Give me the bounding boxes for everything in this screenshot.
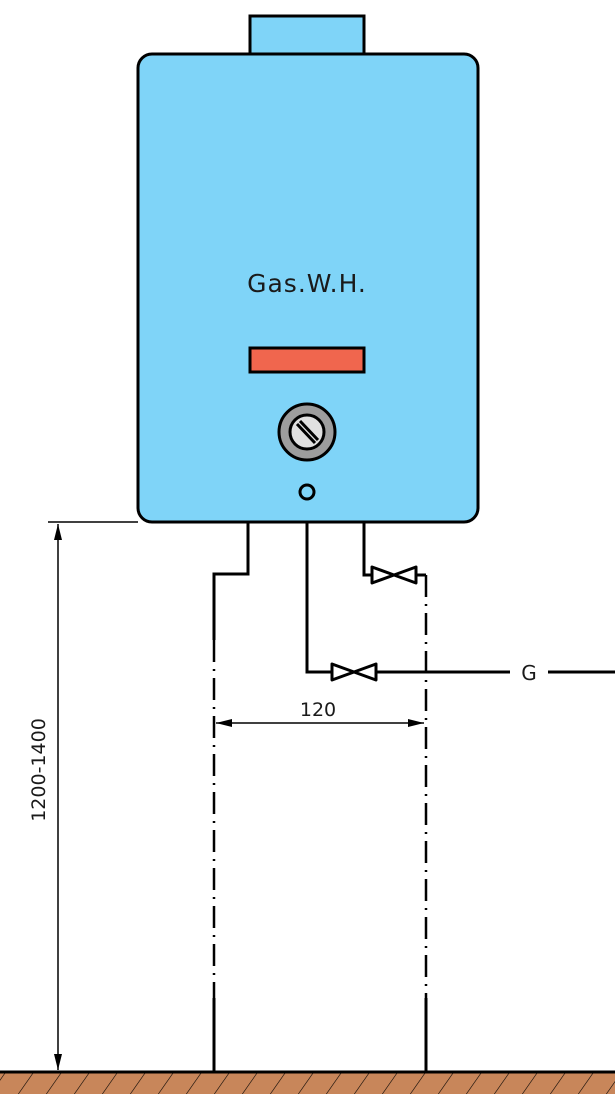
gas-supply-pipe bbox=[305, 522, 332, 674]
display-panel bbox=[248, 346, 366, 374]
heater-label: Gas.W.H. bbox=[247, 269, 367, 298]
ground-hatching bbox=[0, 1072, 615, 1094]
water-inlet-pipe bbox=[212, 522, 250, 640]
water-valve-icon bbox=[370, 565, 418, 585]
pilot-indicator-icon bbox=[298, 483, 316, 501]
spacing-dimension-label: 120 bbox=[300, 699, 336, 721]
gas-valve-icon bbox=[330, 662, 378, 682]
height-dimension bbox=[48, 521, 138, 1070]
height-dimension-label: 1200-1400 bbox=[28, 718, 50, 822]
control-knob-icon bbox=[277, 402, 337, 462]
water-outlet-pipe bbox=[362, 522, 372, 577]
spacing-dimension bbox=[216, 719, 424, 727]
flue-outlet bbox=[248, 14, 366, 58]
gas-line-label: G bbox=[521, 661, 537, 685]
